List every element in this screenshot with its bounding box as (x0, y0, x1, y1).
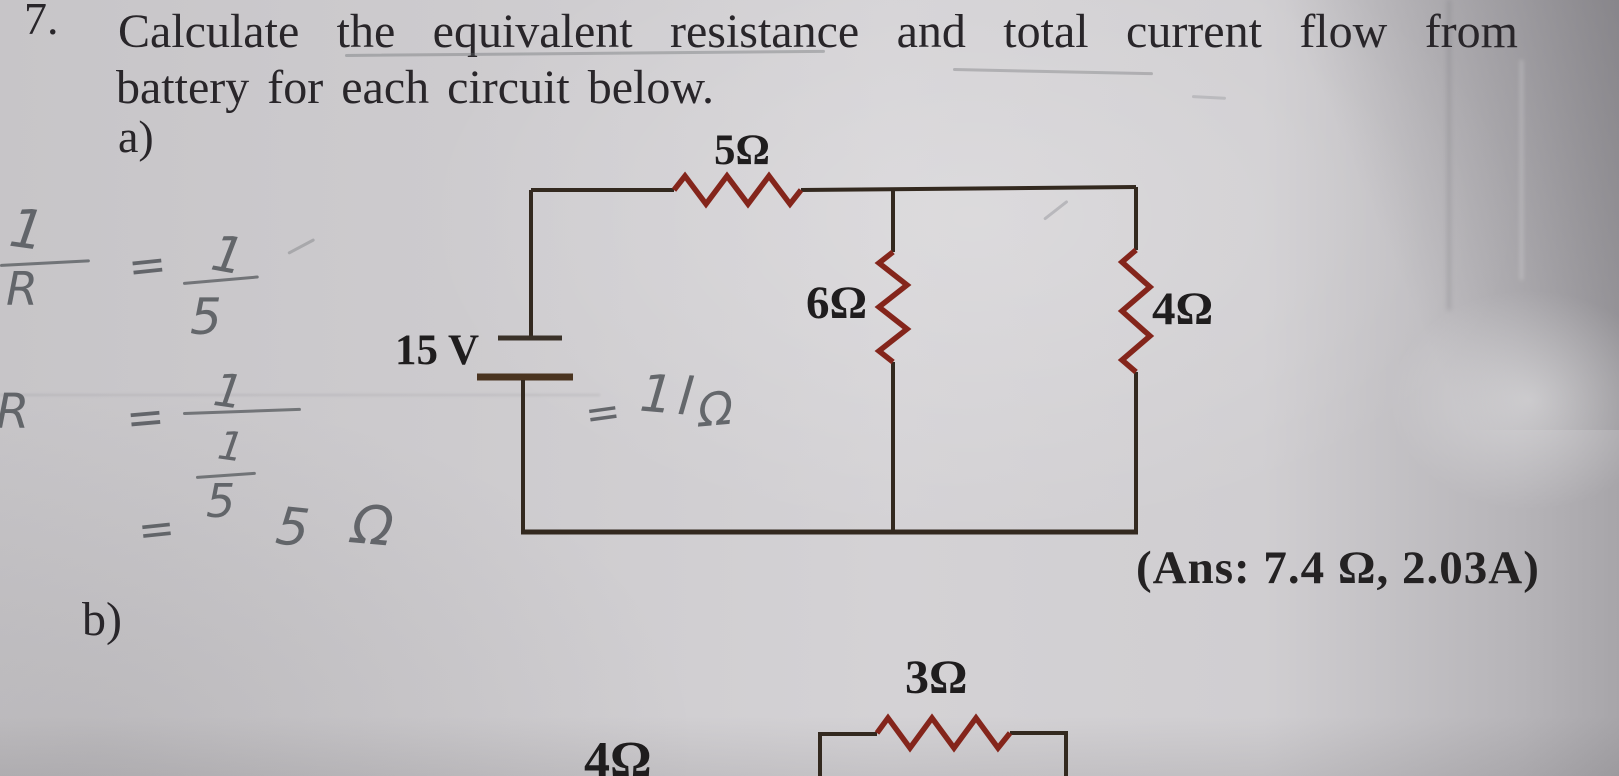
battery-voltage-label: 15 V (395, 327, 480, 374)
wire-b-right (1010, 731, 1068, 776)
resistor-6ohm-zigzag (874, 249, 912, 365)
pencil-stray-dash (1191, 95, 1227, 100)
wire-b-left (818, 732, 877, 776)
resistor-5ohm-zigzag (671, 171, 804, 209)
question-text-line2: battery for each circuit below. (116, 61, 714, 114)
hw-fraction3-sub-denominator: 5 (206, 474, 236, 528)
resistor-4ohm-b-label: 4Ω (584, 732, 652, 776)
hw-mid-value: 1l (637, 363, 701, 429)
hw-equals-2: = (123, 388, 167, 446)
shadow-overlay-bottom (0, 716, 1619, 776)
resistor-5ohm-label: 5Ω (714, 127, 770, 174)
hw-fraction2-denominator: 5 (190, 288, 222, 346)
hw-fraction1-numerator: 1 (5, 195, 49, 264)
paper-crease-highlight (1520, 60, 1523, 280)
part-b-label: b) (82, 593, 122, 646)
resistor-4ohm-zigzag (1117, 247, 1155, 375)
hw-fraction1-denominator: R (6, 262, 38, 316)
hw-result-value: 5 (272, 496, 313, 560)
resistor-6ohm-label: 6Ω (806, 277, 868, 329)
hw-result-omega: Ω (349, 492, 396, 559)
hw-lhs-R: R (0, 384, 29, 440)
hw-mid-omega: Ω (695, 380, 736, 438)
pencil-tick-mark-2 (1043, 199, 1069, 221)
hw-fraction3-bar (182, 407, 301, 415)
resistor-4ohm-label: 4Ω (1152, 283, 1214, 335)
resistor-3ohm-label: 3Ω (905, 651, 968, 704)
answer-text: (Ans: 7.4 Ω, 2.03A) (1136, 542, 1540, 594)
paper-crease-horizontal (0, 394, 600, 396)
question-text-line1: Calculate the equivalent resistance and … (118, 5, 1518, 58)
hw-fraction3-sub-numerator: 1 (214, 422, 247, 472)
hw-equals-3: = (135, 502, 178, 557)
hw-equals-1: = (125, 236, 170, 294)
wire-top-right (800, 185, 1137, 192)
problem-number: 7. (24, 0, 59, 44)
pencil-tick-mark (287, 238, 316, 255)
shadow-overlay-top-right (1259, 0, 1619, 430)
resistor-3ohm-zigzag (874, 713, 1013, 753)
hw-mid-equals: = (581, 385, 624, 440)
part-a-label: a) (118, 111, 154, 162)
pencil-underline-current (952, 68, 1153, 76)
paper-glare-spot (1389, 290, 1619, 510)
